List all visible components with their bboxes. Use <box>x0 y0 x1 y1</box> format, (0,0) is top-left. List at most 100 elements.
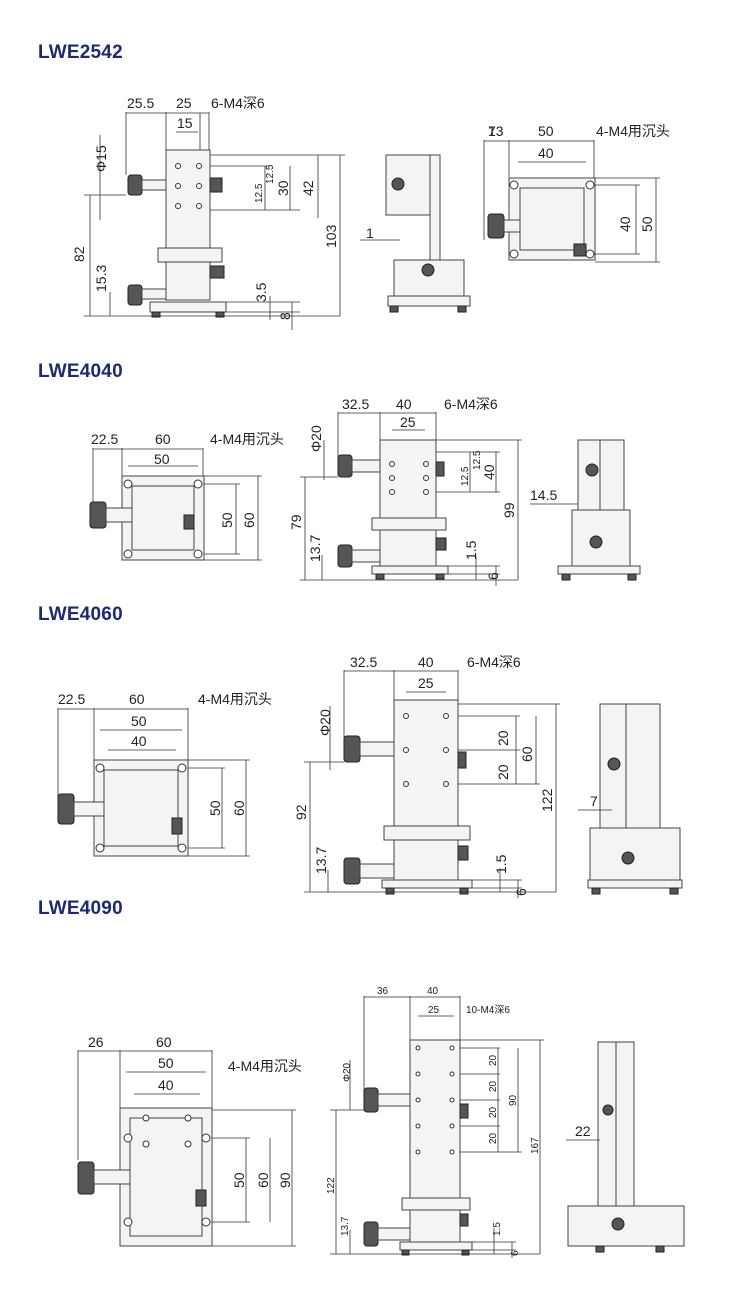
hole-spec-label: 6-M4深6 <box>444 396 498 412</box>
dim-label: 12.5 <box>254 183 265 203</box>
lwe2542-top-view: 7 13 50 4-M4用沉头 40 40 50 <box>483 123 670 263</box>
dim-label: 20 <box>488 1080 499 1092</box>
dim-label: 6 <box>485 572 501 580</box>
dim-label: 79 <box>288 514 304 530</box>
dim-label: 40 <box>418 654 434 670</box>
dim-label: 22.5 <box>58 691 85 707</box>
dim-label: 92 <box>293 804 309 820</box>
dim-label: 122 <box>326 1177 337 1194</box>
dim-label: 32.5 <box>342 396 369 412</box>
dim-label: 103 <box>323 224 339 248</box>
dim-label: Φ15 <box>93 145 109 172</box>
dim-label: 22.5 <box>91 431 118 447</box>
dim-label: 40 <box>427 986 439 997</box>
dim-label: 6 <box>513 888 529 896</box>
dim-label: 40 <box>538 145 554 161</box>
dim-label: 99 <box>501 502 517 518</box>
hole-spec-label: 4-M4用沉头 <box>210 431 284 447</box>
dim-label: 60 <box>255 1172 271 1188</box>
dim-label: 3.5 <box>253 282 269 302</box>
section-title-lwe4060: LWE4060 <box>38 604 123 625</box>
dim-label: 50 <box>639 216 655 232</box>
dim-label: 20 <box>488 1054 499 1066</box>
dim-label: 13.7 <box>313 847 329 874</box>
dim-label: 50 <box>154 451 170 467</box>
hole-spec-label: 4-M4用沉头 <box>228 1058 302 1074</box>
dim-label: 50 <box>158 1055 174 1071</box>
dim-label: 32.5 <box>350 654 377 670</box>
dim-label: 36 <box>377 986 389 997</box>
dim-label: 25 <box>418 675 434 691</box>
dim-label: 15.3 <box>93 265 109 292</box>
hole-spec-label: 6-M4深6 <box>211 95 265 111</box>
dim-label: 50 <box>207 800 223 816</box>
lwe4090-top-view: 26 60 4-M4用沉头 50 40 50 60 90 <box>77 1034 302 1247</box>
dim-label: 13 <box>488 123 504 139</box>
lwe4040-front-view: 32.5 40 6-M4深6 25 Φ20 12.5 12.5 40 99 <box>288 396 522 586</box>
dim-label: Φ20 <box>342 1062 353 1082</box>
dim-label: 40 <box>481 464 497 480</box>
dim-label: 7 <box>488 123 496 139</box>
dim-label: 82 <box>71 246 87 262</box>
lwe4060-front-view: 32.5 40 6-M4深6 25 Φ20 20 20 60 122 <box>293 654 560 898</box>
dim-label: 1.5 <box>463 540 479 560</box>
dim-label: 20 <box>495 730 511 746</box>
lwe4060-side-view: 7 <box>578 703 683 895</box>
dim-label: 13.7 <box>340 1216 351 1236</box>
dim-label: Φ20 <box>317 709 333 736</box>
lwe4060-top-view: 22.5 60 4-M4用沉头 50 40 50 60 <box>57 691 272 857</box>
dim-label: 25.5 <box>127 95 154 111</box>
dim-label: 60 <box>241 512 257 528</box>
dim-label: 7 <box>590 793 598 809</box>
dim-label: 60 <box>155 431 171 447</box>
dim-label: 26 <box>88 1034 104 1050</box>
hole-spec-label: 4-M4用沉头 <box>596 123 670 139</box>
dim-label: 25 <box>428 1005 440 1016</box>
dim-label: 12.5 <box>460 466 471 486</box>
lwe4040-side-view: 14.5 <box>530 439 641 581</box>
dim-label: 40 <box>617 216 633 232</box>
dim-label: 90 <box>508 1094 519 1106</box>
dim-label: 6 <box>510 1250 521 1256</box>
dim-label: 40 <box>131 733 147 749</box>
dim-label: 13.7 <box>307 535 323 562</box>
dim-label: 22 <box>575 1123 591 1139</box>
dim-label: 50 <box>219 512 235 528</box>
dim-label: 60 <box>231 800 247 816</box>
dim-label: 25 <box>400 414 416 430</box>
dim-label: 8 <box>277 312 293 320</box>
dim-label: Φ20 <box>308 425 324 452</box>
section-title-lwe4040: LWE4040 <box>38 361 123 382</box>
hole-spec-label: 10-M4深6 <box>466 1004 510 1016</box>
hole-spec-label: 4-M4用沉头 <box>198 691 272 707</box>
lwe4090-side-view: 22 <box>566 1041 685 1253</box>
dim-label: 25 <box>176 95 192 111</box>
dim-label: 20 <box>488 1106 499 1118</box>
lwe4040-top-view: 22.5 60 4-M4用沉头 50 50 60 <box>89 431 284 561</box>
dim-label: 1.5 <box>493 854 509 874</box>
dim-label: 40 <box>396 396 412 412</box>
dim-label: 60 <box>129 691 145 707</box>
hole-spec-label: 6-M4深6 <box>467 654 521 670</box>
lwe2542-front-view: 25.5 25 6-M4深6 15 Φ15 12.5 12.5 30 42 10… <box>71 95 345 330</box>
dim-label: 90 <box>277 1172 293 1188</box>
dim-label: 60 <box>156 1034 172 1050</box>
dim-label: 50 <box>131 713 147 729</box>
dim-label: 42 <box>300 180 316 196</box>
section-title-lwe4090: LWE4090 <box>38 898 123 919</box>
dim-label: 1.5 <box>492 1222 503 1236</box>
dim-label: 20 <box>488 1132 499 1144</box>
dim-label: 15 <box>177 115 193 131</box>
dim-label: 122 <box>539 788 555 812</box>
lwe4090-front-view: 36 40 10-M4深6 25 Φ20 20 20 20 20 90 167 <box>326 986 544 1258</box>
dim-label: 50 <box>538 123 554 139</box>
dim-label: 20 <box>495 764 511 780</box>
dim-label: 12.5 <box>472 450 483 470</box>
dim-label: 1 <box>366 225 374 241</box>
dim-label: 40 <box>158 1077 174 1093</box>
lwe2542-side-view: 1 <box>360 154 471 313</box>
dim-label: 50 <box>231 1172 247 1188</box>
dim-label: 14.5 <box>530 487 557 503</box>
section-title-lwe2542: LWE2542 <box>38 42 123 63</box>
